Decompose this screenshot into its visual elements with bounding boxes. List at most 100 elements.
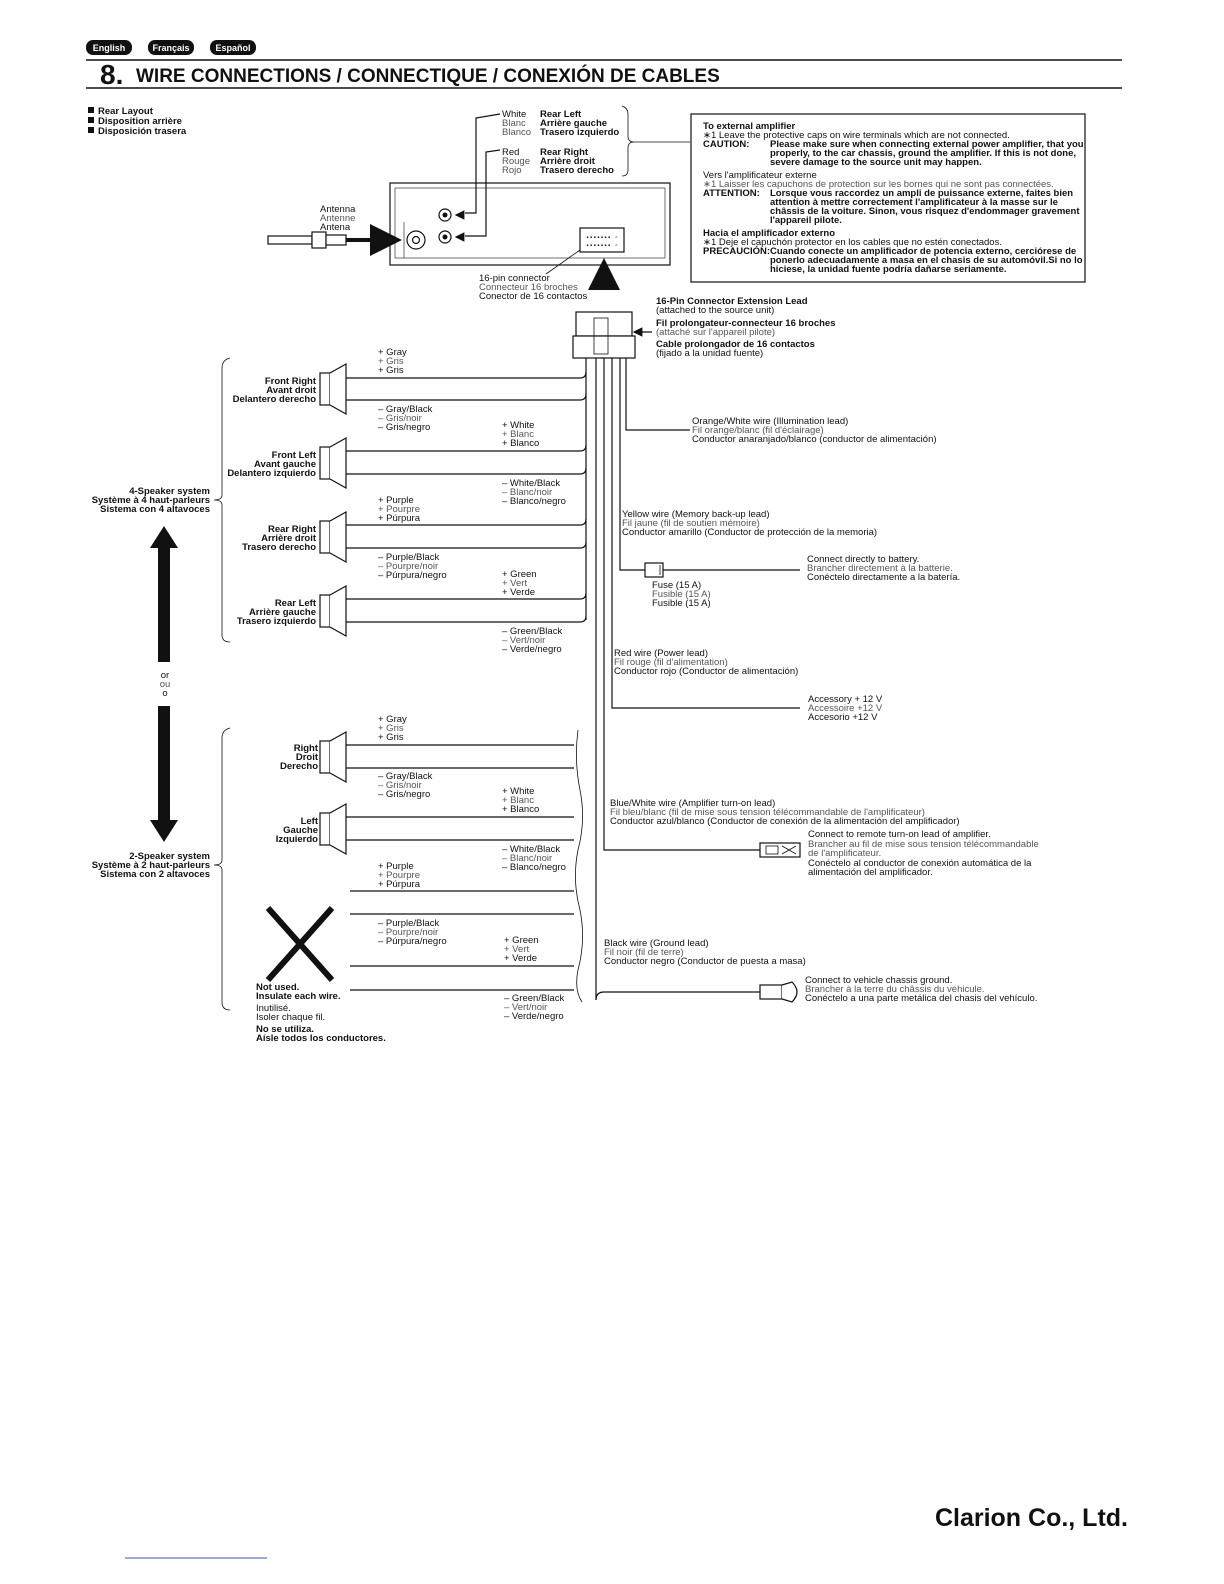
svg-text:+ Gray: + Gray xyxy=(378,347,407,358)
svg-text:– Blanc/noir: – Blanc/noir xyxy=(502,487,552,498)
svg-text:Trasero izquierdo: Trasero izquierdo xyxy=(237,616,316,627)
svg-text:Fil bleu/blanc (fil de mise so: Fil bleu/blanc (fil de mise sous tension… xyxy=(610,807,925,818)
svg-text:– Púrpura/negro: – Púrpura/negro xyxy=(378,570,447,581)
svg-text:Brancher à la terre du châssis: Brancher à la terre du châssis du véhicu… xyxy=(805,984,985,995)
svg-text:(attaché sur l'appareil pilote: (attaché sur l'appareil pilote) xyxy=(656,327,775,338)
svg-text:Accessoire +12 V: Accessoire +12 V xyxy=(808,703,883,714)
svg-text:– Gray/Black: – Gray/Black xyxy=(378,404,433,415)
black-wire-label: Black wire (Ground lead) Fil noir (fil d… xyxy=(604,938,806,967)
svg-text:+ Blanco: + Blanco xyxy=(502,438,539,449)
svg-text:+ Gris: + Gris xyxy=(378,356,404,367)
svg-text:▪▪▪▪▪▪▪ ▫: ▪▪▪▪▪▪▪ ▫ xyxy=(586,242,618,249)
tab-francais[interactable] xyxy=(148,40,194,55)
svg-text:Rear Left: Rear Left xyxy=(275,598,317,609)
svg-text:– Blanco/negro: – Blanco/negro xyxy=(502,496,566,507)
speaker-front-right: Front Right Avant droit Delantero derech… xyxy=(233,347,587,433)
svg-text:– Púrpura/negro: – Púrpura/negro xyxy=(378,936,447,947)
svg-text:Black wire (Ground lead): Black wire (Ground lead) xyxy=(604,938,709,949)
svg-text:Cuando conecte un amplificador: Cuando conecte un amplificador de potenc… xyxy=(770,246,1076,257)
section-number: 8. xyxy=(100,59,123,90)
svg-text:Blanco: Blanco xyxy=(502,127,531,138)
rca-lead-left xyxy=(465,113,501,214)
svg-text:+ Verde: + Verde xyxy=(502,587,535,598)
svg-text:Front Right: Front Right xyxy=(265,376,317,387)
accessory-label: Accessory + 12 V Accessoire +12 V Acceso… xyxy=(808,694,883,723)
svg-text:Conductor amarillo (Conductor: Conductor amarillo (Conductor de protecc… xyxy=(622,527,877,538)
svg-text:ponerlo adecuadamente a masa e: ponerlo adecuadamente a masa en el chasi… xyxy=(770,255,1083,266)
svg-text:Accesorio +12 V: Accesorio +12 V xyxy=(808,712,878,723)
svg-text:– Verde/negro: – Verde/negro xyxy=(502,644,562,655)
svg-text:Arrière gauche: Arrière gauche xyxy=(540,118,607,129)
svg-text:Lorsque vous raccordez un ampl: Lorsque vous raccordez un ampli de puiss… xyxy=(770,188,1073,199)
svg-text:Trasero izquierdo: Trasero izquierdo xyxy=(540,127,619,138)
section-title: WIRE CONNECTIONS / CONNECTIQUE / CONEXIÓ… xyxy=(136,65,720,87)
svg-text:Connecteur 16 broches: Connecteur 16 broches xyxy=(479,282,578,293)
svg-text:Aísle todos los conductores.: Aísle todos los conductores. xyxy=(256,1033,386,1044)
tab-english[interactable] xyxy=(86,40,132,55)
svg-text:or: or xyxy=(161,670,169,681)
svg-text:(attached to the source unit): (attached to the source unit) xyxy=(656,305,774,316)
svg-text:Conéctelo directamente a la ba: Conéctelo directamente a la batería. xyxy=(807,572,960,583)
svg-text:Sistema con 4 altavoces: Sistema con 4 altavoces xyxy=(100,504,210,515)
svg-text:Delantero izquierdo: Delantero izquierdo xyxy=(227,468,316,479)
svg-text:Vers l'amplificateur externe: Vers l'amplificateur externe xyxy=(703,170,817,181)
svg-text:– Pourpre/noir: – Pourpre/noir xyxy=(378,561,438,572)
svg-text:hiciese, la unidad fuente podr: hiciese, la unidad fuente podría dañarse… xyxy=(770,264,1007,275)
svg-text:ATTENTION:: ATTENTION: xyxy=(703,188,760,199)
svg-text:+ Gris: + Gris xyxy=(378,365,404,376)
svg-text:Rojo: Rojo xyxy=(502,165,522,176)
svg-text:+ Blanco: + Blanco xyxy=(502,804,539,815)
svg-text:Trasero derecho: Trasero derecho xyxy=(540,165,614,176)
svg-text:+ Verde: + Verde xyxy=(504,953,537,964)
svg-text:+ Green: + Green xyxy=(504,935,539,946)
svg-text:4-Speaker system: 4-Speaker system xyxy=(129,486,210,497)
svg-text:Disposición trasera: Disposición trasera xyxy=(98,126,187,137)
or-arrow: or ou o xyxy=(150,526,178,842)
svg-text:– Pourpre/noir: – Pourpre/noir xyxy=(378,927,438,938)
blue-wire-label: Blue/White wire (Amplifier turn-on lead)… xyxy=(610,798,960,827)
svg-text:Système à 2 haut-parleurs: Système à 2 haut-parleurs xyxy=(92,860,210,871)
svg-text:∗1 Deje el capuchón protector: ∗1 Deje el capuchón protector en los cab… xyxy=(703,237,1002,248)
svg-text:Izquierdo: Izquierdo xyxy=(276,834,318,845)
svg-text:Fuse (15 A): Fuse (15 A) xyxy=(652,580,701,591)
svg-text:Fil rouge (fil d'alimentation): Fil rouge (fil d'alimentation) xyxy=(614,657,728,668)
svg-text:Conductor azul/blanco (Conduct: Conductor azul/blanco (Conductor de cone… xyxy=(610,816,960,827)
svg-text:– Gris/negro: – Gris/negro xyxy=(378,422,430,433)
svg-text:Rouge: Rouge xyxy=(502,156,530,167)
svg-text:Brancher au fil de mise sous t: Brancher au fil de mise sous tension tél… xyxy=(808,839,1039,850)
svg-text:Cable prolongador de 16 contac: Cable prolongador de 16 contactos xyxy=(656,339,815,350)
svg-text:Rear Left: Rear Left xyxy=(540,109,582,120)
svg-text:+ Gris: + Gris xyxy=(378,732,404,743)
svg-text:PRECAUCIÓN:: PRECAUCIÓN: xyxy=(703,245,770,257)
battery-label: Connect directly to battery. Brancher di… xyxy=(807,554,960,583)
brand-name: Clarion Co., Ltd. xyxy=(935,1504,1128,1532)
svg-text:Système à 4 haut-parleurs: Système à 4 haut-parleurs xyxy=(92,495,210,506)
svg-text:White: White xyxy=(502,109,526,120)
svg-text:+ Gray: + Gray xyxy=(378,714,407,725)
speaker-rear-right: Rear Right Arrière droit Trasero derecho… xyxy=(242,495,587,581)
svg-text:Not used.: Not used. xyxy=(256,982,299,993)
svg-text:Fusible (15 A): Fusible (15 A) xyxy=(652,589,711,600)
svg-text:Fusible (15 A): Fusible (15 A) xyxy=(652,598,711,609)
svg-text:Arrière droit: Arrière droit xyxy=(261,533,317,544)
svg-text:(fijado a la unidad fuente): (fijado a la unidad fuente) xyxy=(656,348,763,359)
system4-bracket xyxy=(213,357,231,643)
extension-connector: 16-Pin Connector Extension Lead (attache… xyxy=(572,296,835,359)
svg-text:Derecho: Derecho xyxy=(280,761,318,772)
svg-text:▪▪▪▪▪▪▪ ▫: ▪▪▪▪▪▪▪ ▫ xyxy=(586,234,618,241)
svg-text:– Purple/Black: – Purple/Black xyxy=(378,918,440,929)
svg-text:– Purple/Black: – Purple/Black xyxy=(378,552,440,563)
svg-text:Antena: Antena xyxy=(320,222,351,233)
rca-bracket xyxy=(621,105,635,177)
svg-text:Conector de 16 contactos: Conector de 16 contactos xyxy=(479,291,588,302)
svg-text:– Gris/noir: – Gris/noir xyxy=(378,780,422,791)
svg-text:Rear Right: Rear Right xyxy=(540,147,589,158)
svg-text:Inutilisé.: Inutilisé. xyxy=(256,1003,291,1014)
svg-text:Droit: Droit xyxy=(296,752,319,763)
tab-francais-label: Français xyxy=(152,43,189,53)
svg-text:Red wire (Power lead): Red wire (Power lead) xyxy=(614,648,708,659)
tab-espanol[interactable] xyxy=(210,40,256,55)
language-tabs: English Français Español xyxy=(86,40,256,55)
svg-text:Avant droit: Avant droit xyxy=(266,385,317,396)
